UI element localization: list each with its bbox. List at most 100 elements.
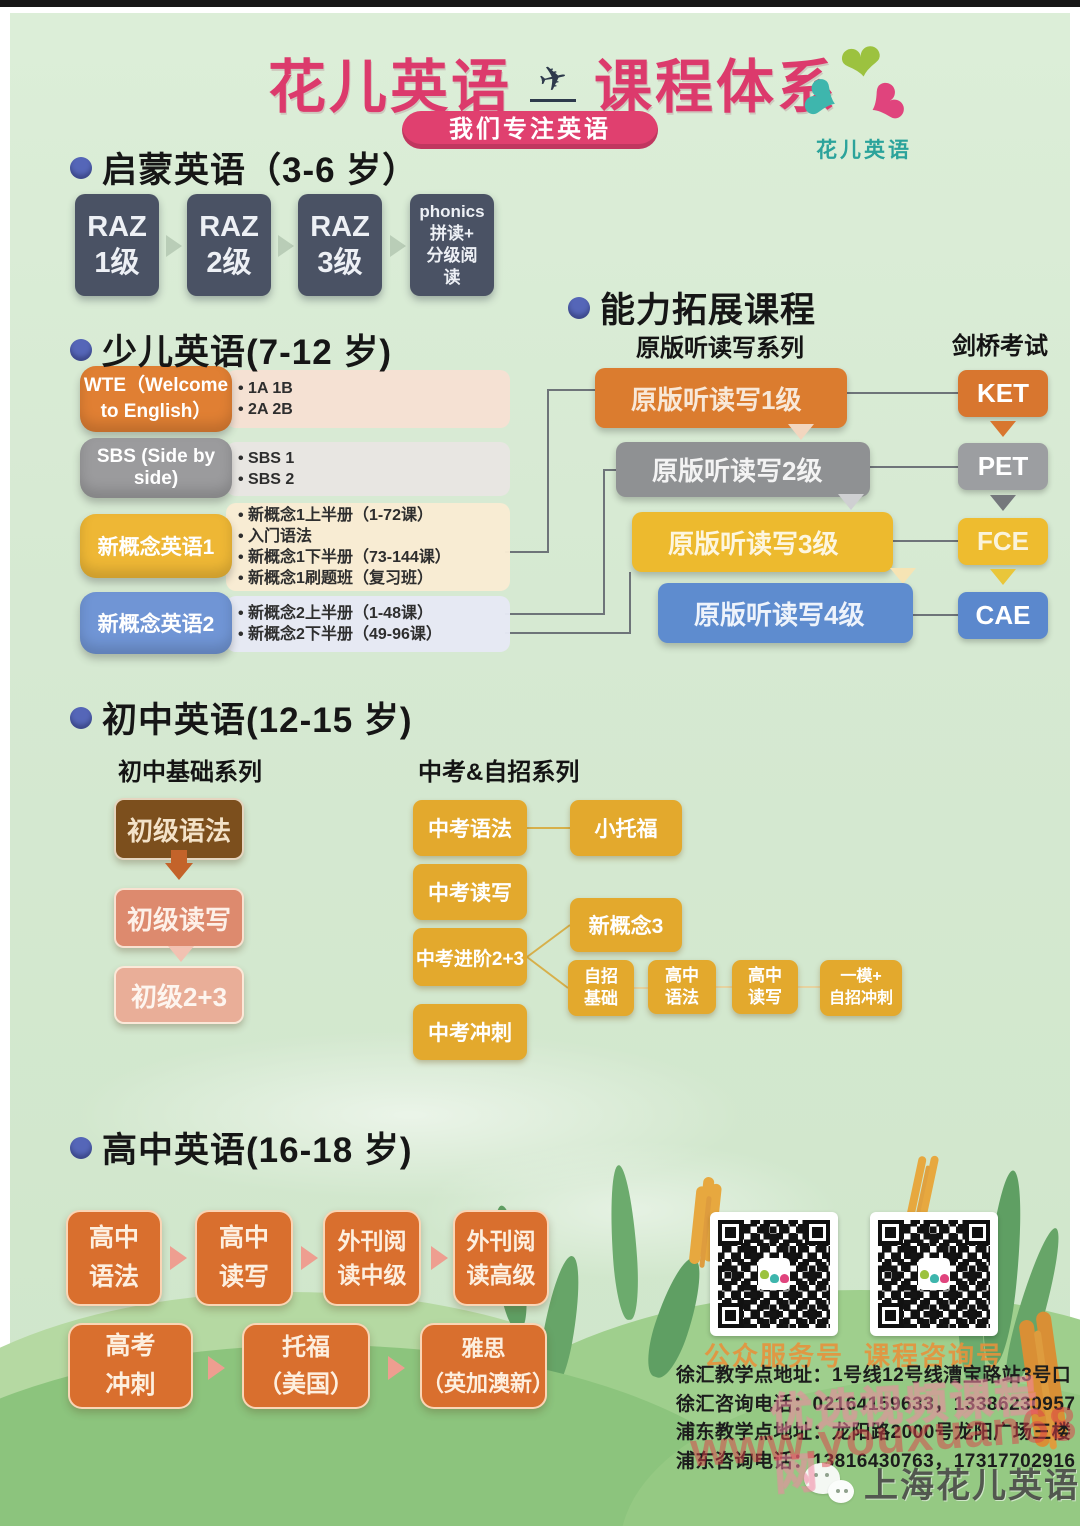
course-box-senior-grammar-mini: 高中 语法 (648, 960, 716, 1014)
course-box-yimo-zizhao: 一模+ 自招冲刺 (820, 960, 902, 1016)
page-title: 花儿英语 ✈ 课程体系 (123, 40, 983, 124)
course-box-senior-reading: 高中 读写 (195, 1210, 293, 1306)
course-box-level2: 原版听读写2级 (616, 442, 870, 497)
wechat-icon (804, 1461, 856, 1505)
course-box-raz2: RAZ 2级 (187, 194, 271, 296)
course-detail-list: • 1A 1B • 2A 2B (238, 380, 293, 418)
contact-line: 徐汇教学点地址：1号线12号线漕宝路站3号口 (676, 1365, 1072, 1386)
course-box-journal-intermediate: 外刊阅 读中级 (323, 1210, 421, 1306)
arrow-stem (171, 850, 187, 864)
course-box-zhongkao-reading: 中考读写 (413, 864, 527, 920)
arrow-right-icon (208, 1356, 225, 1380)
course-box-junior-grammar: 初级语法 (114, 798, 244, 860)
course-box-phonics: phonics 拼读+ 分级阅 读 (410, 194, 494, 296)
logo-text: 花儿英语 (816, 139, 912, 162)
section-bullet-icon (568, 296, 590, 319)
arrow-right-icon (388, 1356, 405, 1380)
exam-box-ket: KET (958, 370, 1048, 417)
arrow-down-icon (990, 421, 1016, 437)
section-header-middle: 初中英语(12-15 岁) (70, 692, 413, 743)
course-box-wte: WTE（Welcome to English） (80, 366, 232, 432)
section-bullet-icon (70, 338, 92, 361)
top-border (0, 0, 1080, 7)
arrow-down-icon (990, 495, 1016, 511)
arrow-down-icon (165, 863, 193, 880)
course-detail-list: • 新概念2上半册（1-48课） • 新概念2下半册（49-96课） (238, 605, 442, 643)
course-box-junior-2plus3: 初级2+3 (114, 966, 244, 1024)
qr-finder (965, 1220, 990, 1245)
brand-name: 上海花儿英语 (864, 1467, 1080, 1505)
exam-box-pet: PET (958, 443, 1048, 490)
course-box-senior-grammar: 高中 语法 (66, 1210, 162, 1306)
course-detail-panel: • 新概念2上半册（1-48课） • 新概念2下半册（49-96课） (226, 596, 510, 652)
course-box-nce2: 新概念英语2 (80, 592, 232, 654)
exam-box-cae: CAE (958, 592, 1048, 639)
brand-footer: 上海花儿英语 (804, 1458, 1080, 1507)
course-box-sbs: SBS (Side by side) (80, 438, 232, 498)
qr-code-public-account (710, 1212, 838, 1336)
contact-line: 徐汇咨询电话：02164159633，13386230957 (676, 1393, 1076, 1415)
arrow-down-icon (168, 946, 194, 962)
course-box-nce1: 新概念英语1 (80, 514, 232, 578)
course-box-level3: 原版听读写3级 (632, 512, 893, 572)
qr-finder (718, 1220, 743, 1245)
course-detail-list: • SBS 1 • SBS 2 (238, 450, 295, 488)
title-right: 课程体系 (594, 55, 839, 120)
section-bullet-icon (70, 1136, 92, 1159)
title-left: 花儿英语 (267, 55, 512, 120)
column-header-base-series: 初中基础系列 (118, 759, 262, 786)
column-header-cambridge: 剑桥考试 (952, 333, 1048, 360)
brand-logo: ❤ ❤ ❤ 花儿英语 (789, 32, 930, 164)
section-header-high: 高中英语(16-18 岁) (70, 1122, 413, 1173)
qr-finder (878, 1303, 903, 1328)
section-bullet-icon (70, 706, 92, 729)
course-box-senior-reading-mini: 高中 读写 (732, 960, 798, 1014)
course-box-raz1: RAZ 1级 (75, 194, 159, 296)
arrow-down-icon (838, 494, 864, 510)
course-box-tofel-junior: 小托福 (570, 800, 682, 856)
qr-finder (805, 1220, 830, 1245)
arrow-right-icon (431, 1246, 448, 1270)
section-bullet-icon (70, 156, 92, 179)
course-detail-panel: • 1A 1B • 2A 2B (226, 370, 510, 428)
qr-code-consult-account (870, 1212, 998, 1336)
arrow-down-icon (990, 569, 1016, 585)
course-box-level4: 原版听读写4级 (658, 583, 913, 643)
arrow-right-icon (170, 1246, 187, 1270)
course-box-raz3: RAZ 3级 (298, 194, 382, 296)
section-header-kids: 少儿英语(7-12 岁) (70, 324, 392, 375)
course-box-zhongkao-grammar: 中考语法 (413, 800, 527, 856)
course-box-zhongkao-sprint: 中考冲刺 (413, 1004, 527, 1060)
qr-center-logo (918, 1258, 950, 1290)
column-header-zhongkao-series: 中考&自招系列 (418, 759, 580, 786)
arrow-right-icon (166, 235, 182, 257)
contact-line: 浦东教学点地址：龙阳路2000号龙阳广场三楼 (676, 1422, 1072, 1443)
course-box-zizhao-basic: 自招 基础 (568, 960, 634, 1016)
arrow-right-icon (278, 235, 294, 257)
tagline-pill: 我们专注英语 (402, 111, 658, 149)
column-header-series: 原版听读写系列 (636, 335, 804, 362)
course-detail-list: • 新概念1上半册（1-72课） • 入门语法 • 新概念1下半册（73-144… (238, 507, 451, 587)
course-box-junior-reading: 初级读写 (114, 888, 244, 948)
course-box-nce3: 新概念3 (570, 898, 682, 952)
qr-finder (878, 1220, 903, 1245)
arrow-down-icon (890, 568, 916, 584)
qr-finder (718, 1303, 743, 1328)
arrow-down-icon (788, 424, 814, 440)
arrow-right-icon (390, 235, 406, 257)
course-box-toefl: 托福 （美国） (242, 1323, 370, 1409)
section-header-ability: 能力拓展课程 (568, 282, 816, 333)
course-box-level1: 原版听读写1级 (595, 368, 847, 428)
course-box-zhongkao-advanced: 中考进阶2+3 (413, 928, 527, 986)
qr-center-logo (758, 1258, 790, 1290)
course-box-journal-advanced: 外刊阅 读高级 (453, 1210, 549, 1306)
course-box-ielts: 雅思 （英加澳新） (420, 1323, 554, 1409)
exam-box-fce: FCE (958, 518, 1048, 565)
plane-icon: ✈ (530, 57, 576, 102)
arrow-right-icon (301, 1246, 318, 1270)
course-box-gaokao-sprint: 高考 冲刺 (68, 1323, 193, 1409)
section-header-enlighten: 启蒙英语（3-6 岁） (70, 142, 418, 193)
course-detail-panel: • 新概念1上半册（1-72课） • 入门语法 • 新概念1下半册（73-144… (226, 503, 510, 591)
